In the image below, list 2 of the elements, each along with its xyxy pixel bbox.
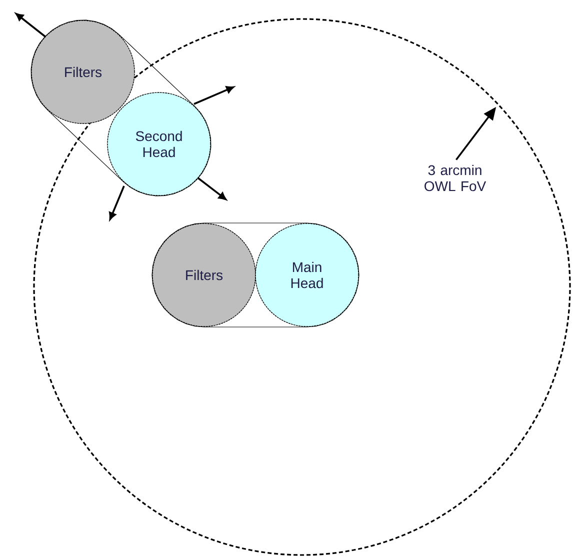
fov-label: 3 arcmin OWL FoV	[424, 164, 486, 192]
field-of-view-circle	[33, 18, 571, 556]
